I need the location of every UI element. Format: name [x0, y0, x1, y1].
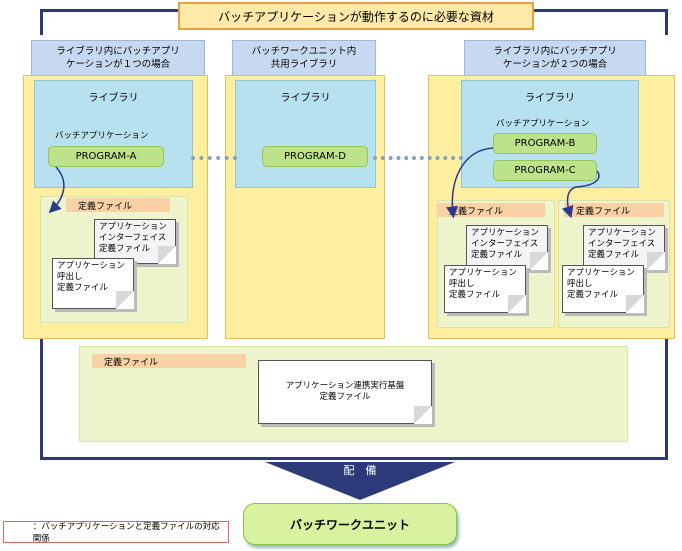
arrow-program-a-to-definition	[48, 166, 65, 214]
library-single: ライブラリ バッチアプリケーション	[34, 80, 193, 188]
arrow-program-b-to-definition	[446, 147, 494, 219]
column-header-shared: バッチワークユニット内 共用ライブラリ	[232, 40, 376, 76]
legend-text: ：バッチアプリケーションと定義ファイルの対応関係	[32, 522, 220, 544]
batch-work-unit: バッチワークユニット	[243, 503, 457, 545]
batch-app-label: バッチアプリケーション	[55, 131, 149, 141]
shared-library-link-left	[191, 156, 237, 160]
deploy-arrow	[265, 462, 455, 500]
library-title: ライブラリ	[280, 93, 331, 104]
interface-definition-doc: アプリケーション インターフェイス 定義ファイル	[466, 225, 548, 270]
shared-library-link-right	[373, 156, 463, 160]
library-title: ライブラリ	[525, 93, 575, 104]
definition-file-label: 定義ファイル	[92, 354, 246, 368]
program-a: PROGRAM-A	[48, 146, 164, 167]
definition-file-label: 定義ファイル	[437, 203, 545, 217]
legend: ：バッチアプリケーションと定義ファイルの対応関係	[3, 521, 229, 544]
program-c: PROGRAM-C	[493, 160, 597, 181]
batch-app-label: バッチアプリケーション	[496, 119, 590, 129]
column-header-single: ライブラリ内にバッチアプリ ケーションが１つの場合	[31, 40, 205, 76]
call-definition-doc: アプリケーション 呼出し 定義ファイル	[562, 265, 644, 313]
program-b: PROGRAM-B	[493, 133, 597, 154]
base-definition-doc: アプリケーション連携実行基盤 定義ファイル	[258, 360, 432, 424]
definition-file-label: 定義ファイル	[66, 198, 170, 212]
outer-frame-bottom	[40, 332, 668, 460]
library-title: ライブラリ	[88, 93, 139, 104]
program-d: PROGRAM-D	[262, 146, 368, 167]
interface-definition-doc: アプリケーション インターフェイス 定義ファイル	[94, 219, 176, 264]
call-definition-doc: アプリケーション 呼出し 定義ファイル	[52, 258, 134, 309]
arrow-program-c-to-definition	[561, 170, 600, 219]
call-definition-doc: アプリケーション 呼出し 定義ファイル	[444, 265, 526, 313]
interface-definition-doc: アプリケーション インターフェイス 定義ファイル	[583, 225, 665, 270]
diagram-title: バッチアプリケーションが動作するのに必要な資材	[178, 2, 534, 30]
library-shared: ライブラリ	[235, 80, 376, 188]
definition-file-label: 定義ファイル	[564, 203, 664, 217]
deploy-label: 配 備	[318, 462, 402, 478]
